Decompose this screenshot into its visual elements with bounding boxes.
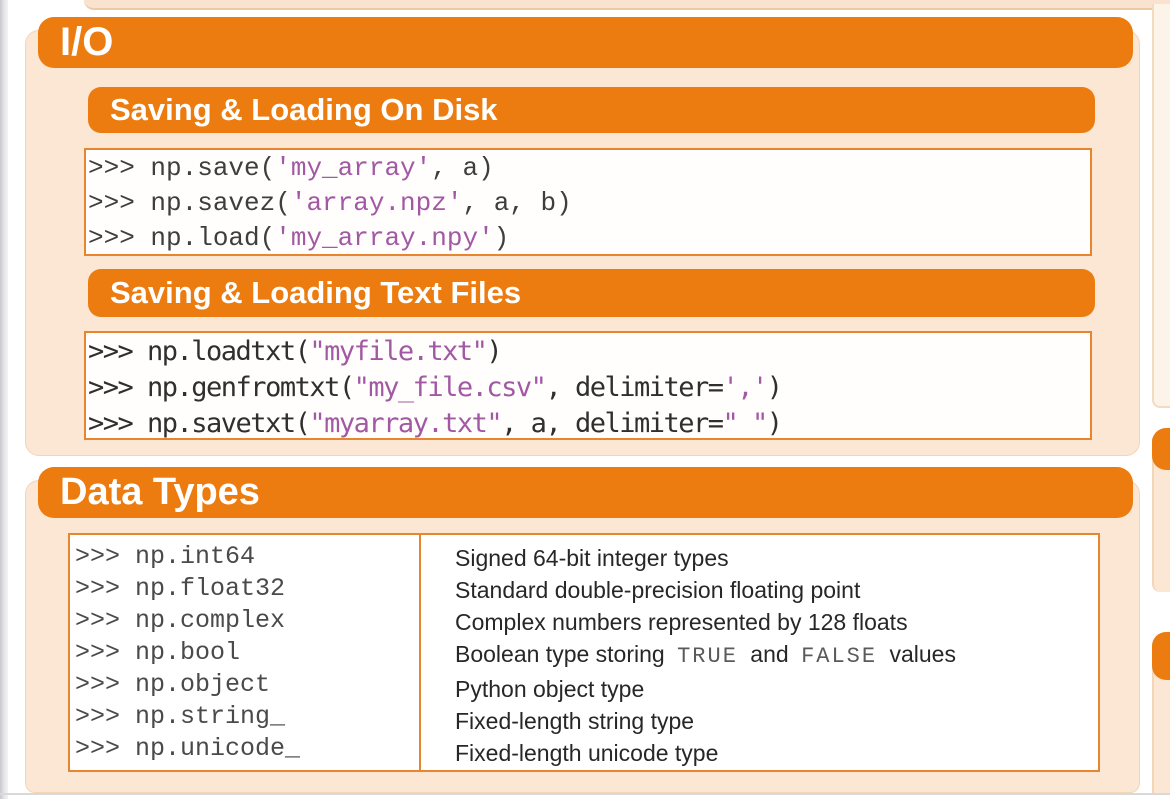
code-string: "my_file.csv" [353,372,547,403]
inline-mono-keyword: TRUE [677,644,738,669]
code-text: , a, b) [462,188,572,218]
code-line: >>> np.genfromtxt("my_file.csv", delimit… [88,370,1090,406]
code-text: Fixed-length string type [455,708,695,734]
code-text: Boolean type storing [455,641,672,667]
code-string: "myfile.txt" [309,336,488,367]
code-text: ) [493,223,510,253]
next-column-header-edge-1 [1152,428,1170,470]
code-string: ',' [722,372,769,403]
code-text: Python object type [455,676,645,702]
code-text: Standard double-precision floating point [455,577,861,603]
next-column-header-edge-2 [1152,632,1170,680]
io-section-header: I/O [38,17,1133,68]
code-text: values [883,641,956,667]
data-type-code: >>> np.complex [75,606,286,635]
code-string: 'array.npz' [290,188,463,218]
next-column-light-panel-edge [1152,4,1170,408]
code-text: Signed 64-bit integer types [455,545,729,571]
code-block-disk: >>> np.save('my_array', a)>>> np.savez('… [84,148,1092,256]
subheader-saving-loading-text-files: Saving & Loading Text Files [88,269,1095,317]
data-types-table: >>> np.int64 >>> np.float32 >>> np.complex… [68,533,1100,772]
code-text: and [743,641,796,667]
data-type-code: >>> np.string_ [75,702,286,731]
data-type-code: >>> np.bool [75,638,241,667]
code-text: , a, delimiter= [501,408,724,439]
bottom-divider-line [0,793,1170,795]
code-text: >>> np.savetxt( [88,408,311,439]
code-string: "myarray.txt" [309,408,502,439]
code-text: , a) [431,153,494,183]
inline-mono-keyword: FALSE [801,644,878,669]
next-column-panel-edge-2 [1152,648,1170,793]
code-text: >>> np.save( [88,153,276,183]
data-type-code: >>> np.float32 [75,574,286,603]
code-string: 'my_array.npy' [275,223,494,253]
data-type-description: Fixed-length unicode type [455,737,1098,769]
io-section-title: I/O [60,20,114,64]
data-type-code: >>> np.object [75,670,271,699]
next-column-panel-edge-1 [1152,438,1170,592]
code-text: >>> np.savez( [88,188,291,218]
data-types-code-column: >>> np.int64 >>> np.float32 >>> np.complex… [70,535,421,770]
code-text: Complex numbers represented by 128 float… [455,609,908,635]
code-line: >>> np.savez('array.npz', a, b) [88,186,1090,221]
subheader-text-files-title: Saving & Loading Text Files [110,275,522,310]
data-type-code: >>> np.unicode_ [75,734,301,763]
code-text: >>> np.load( [88,223,276,253]
data-types-section-header: Data Types [38,467,1133,518]
code-line: >>> np.savetxt("myarray.txt", a, delimit… [88,406,1090,439]
code-string: 'my_array' [275,153,432,183]
code-text: >>> np.genfromtxt( [88,372,355,403]
data-type-code: >>> np.int64 [75,542,256,571]
code-text: ) [486,336,502,367]
code-block-text-files: >>> np.loadtxt("myfile.txt")>>> np.genfr… [84,331,1092,440]
code-text: , delimiter= [545,372,724,403]
subheader-saving-loading-on-disk: Saving & Loading On Disk [88,87,1095,133]
code-text: >>> np.loadtxt( [88,336,311,367]
subheader-disk-title: Saving & Loading On Disk [110,92,498,127]
code-line: >>> np.loadtxt("myfile.txt") [88,334,1090,370]
data-type-description: Fixed-length string type [455,705,1098,737]
code-text: ) [766,372,783,403]
data-type-description: Signed 64-bit integer types [455,542,1098,574]
data-type-description: Complex numbers represented by 128 float… [455,606,1098,638]
data-types-section-title: Data Types [60,471,260,513]
code-string: " " [722,408,769,439]
code-line: >>> np.save('my_array', a) [88,151,1090,186]
previous-section-bottom-edge [84,0,1170,10]
data-type-description: Boolean type storing TRUE and FALSE valu… [455,638,1098,673]
data-type-description: Python object type [455,673,1098,705]
code-text: Fixed-length unicode type [455,740,719,766]
data-type-description: Standard double-precision floating point [455,574,1098,606]
code-line: >>> np.load('my_array.npy') [88,221,1090,254]
code-text: ) [766,408,783,439]
page-edge-gutter [0,0,8,799]
